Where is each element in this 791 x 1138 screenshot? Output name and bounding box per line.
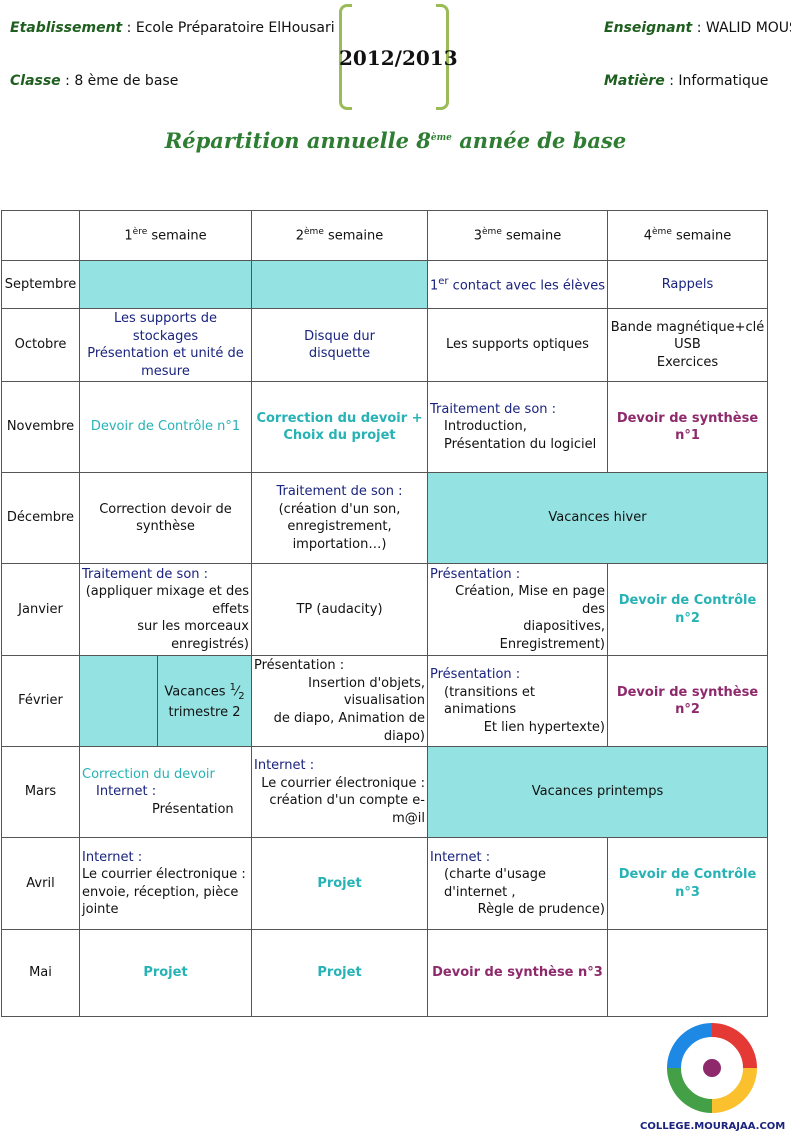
etablissement-line: Etablissement : Ecole Préparatoire ElHou… <box>10 20 335 36</box>
cell-janvier-w2: TP (audacity) <box>251 563 428 657</box>
cell-decembre-vacances: Vacances hiver <box>427 472 768 565</box>
annual-schedule-table: 1ère semaine 2ème semaine 3ème semaine 4… <box>1 210 768 1018</box>
cell-mai-w3: Devoir de synthèse n°3 <box>427 929 608 1018</box>
site-logo: COLLEGE.MOURAJAA.COM <box>640 1020 785 1132</box>
row-decembre: Décembre Correction devoir de synthèse T… <box>1 472 768 565</box>
classe-value: 8 ème de base <box>74 73 179 89</box>
cell-decembre-w1: Correction devoir de synthèse <box>79 472 252 565</box>
matiere-value: Informatique <box>678 73 769 89</box>
cell-fevrier-w2: Présentation :Insertion d'objets, visual… <box>251 655 428 748</box>
cell-fevrier-w4: Devoir de synthèse n°2 <box>607 655 768 748</box>
cell-mai-w2: Projet <box>251 929 428 1018</box>
month-label: Décembre <box>1 472 80 565</box>
logo-text: COLLEGE.MOURAJAA.COM <box>640 1121 786 1132</box>
etablissement-label: Etablissement <box>10 20 123 36</box>
title-superscript: ème <box>430 133 452 143</box>
cell-septembre-w3: 1er contact avec les élèves <box>427 260 608 309</box>
left-bracket <box>339 4 352 110</box>
enseignant-line: Enseignant : WALID MOUSSA <box>604 20 791 36</box>
logo-ring-icon <box>667 1023 757 1113</box>
etablissement-value: Ecole Préparatoire ElHousari <box>135 20 335 36</box>
month-label: Octobre <box>1 307 80 383</box>
month-label: Janvier <box>1 563 80 657</box>
cell-novembre-w2: Correction du devoir +Choix du projet <box>251 381 428 474</box>
row-septembre: Septembre 1er contact avec les élèves Ra… <box>1 260 768 309</box>
cell-decembre-w2: Traitement de son :(création d'un son,en… <box>251 472 428 565</box>
empty-cell <box>79 655 158 748</box>
month-label: Mars <box>1 746 80 839</box>
title-part-2: année de base <box>451 128 627 153</box>
cell-avril-w3: Internet :(charte d'usage d'internet ,Rè… <box>427 837 608 931</box>
cell-novembre-w3: Traitement de son :Introduction,Présenta… <box>427 381 608 474</box>
col-header-week-3: 3ème semaine <box>427 210 608 261</box>
cell-mars-vacances: Vacances printemps <box>427 746 768 839</box>
cell-septembre-w4: Rappels <box>607 260 768 309</box>
cell-novembre-w4: Devoir de synthèse n°1 <box>607 381 768 474</box>
cell-octobre-w3: Les supports optiques <box>427 307 608 383</box>
cell-mai-w1: Projet <box>79 929 252 1018</box>
school-year: 2012/2013 <box>339 46 458 70</box>
corner-cell <box>1 210 80 261</box>
matiere-line: Matière : Informatique <box>604 73 769 89</box>
row-novembre: Novembre Devoir de Contrôle n°1 Correcti… <box>1 381 768 474</box>
enseignant-label: Enseignant <box>604 20 693 36</box>
month-label: Mai <box>1 929 80 1018</box>
page-title: Répartition annuelle 8ème année de base <box>0 128 791 153</box>
col-header-week-2: 2ème semaine <box>251 210 428 261</box>
col-header-week-4: 4ème semaine <box>607 210 768 261</box>
cell-novembre-w1: Devoir de Contrôle n°1 <box>79 381 252 474</box>
month-label: Avril <box>1 837 80 931</box>
cell-janvier-w4: Devoir de Contrôle n°2 <box>607 563 768 657</box>
col-header-week-1: 1ère semaine <box>79 210 252 261</box>
header-row: 1ère semaine 2ème semaine 3ème semaine 4… <box>1 210 768 261</box>
month-label: Février <box>1 655 80 748</box>
empty-cell <box>607 929 768 1018</box>
cell-fevrier-w3: Présentation :(transitions et animations… <box>427 655 608 748</box>
matiere-label: Matière <box>604 73 665 89</box>
year-box: 2012/2013 <box>339 4 458 110</box>
classe-label: Classe <box>10 73 61 89</box>
enseignant-value: WALID MOUSSA <box>705 20 791 36</box>
right-bracket <box>436 4 449 110</box>
cell-avril-w2: Projet <box>251 837 428 931</box>
month-label: Septembre <box>1 260 80 309</box>
empty-cell <box>79 260 252 309</box>
title-part-1: Répartition annuelle 8 <box>164 128 431 153</box>
cell-avril-w4: Devoir de Contrôle n°3 <box>607 837 768 931</box>
cell-janvier-w3: Présentation :Création, Mise en page des… <box>427 563 608 657</box>
row-mai: Mai Projet Projet Devoir de synthèse n°3 <box>1 929 768 1018</box>
cell-avril-w1: Internet :Le courrier électronique :envo… <box>79 837 252 931</box>
cell-mars-w2: Internet :Le courrier électronique :créa… <box>251 746 428 839</box>
row-avril: Avril Internet :Le courrier électronique… <box>1 837 768 931</box>
classe-line: Classe : 8 ème de base <box>10 73 179 89</box>
row-janvier: Janvier Traitement de son :(appliquer mi… <box>1 563 768 657</box>
month-label: Novembre <box>1 381 80 474</box>
cell-janvier-w1: Traitement de son :(appliquer mixage et … <box>79 563 252 657</box>
empty-cell <box>251 260 428 309</box>
